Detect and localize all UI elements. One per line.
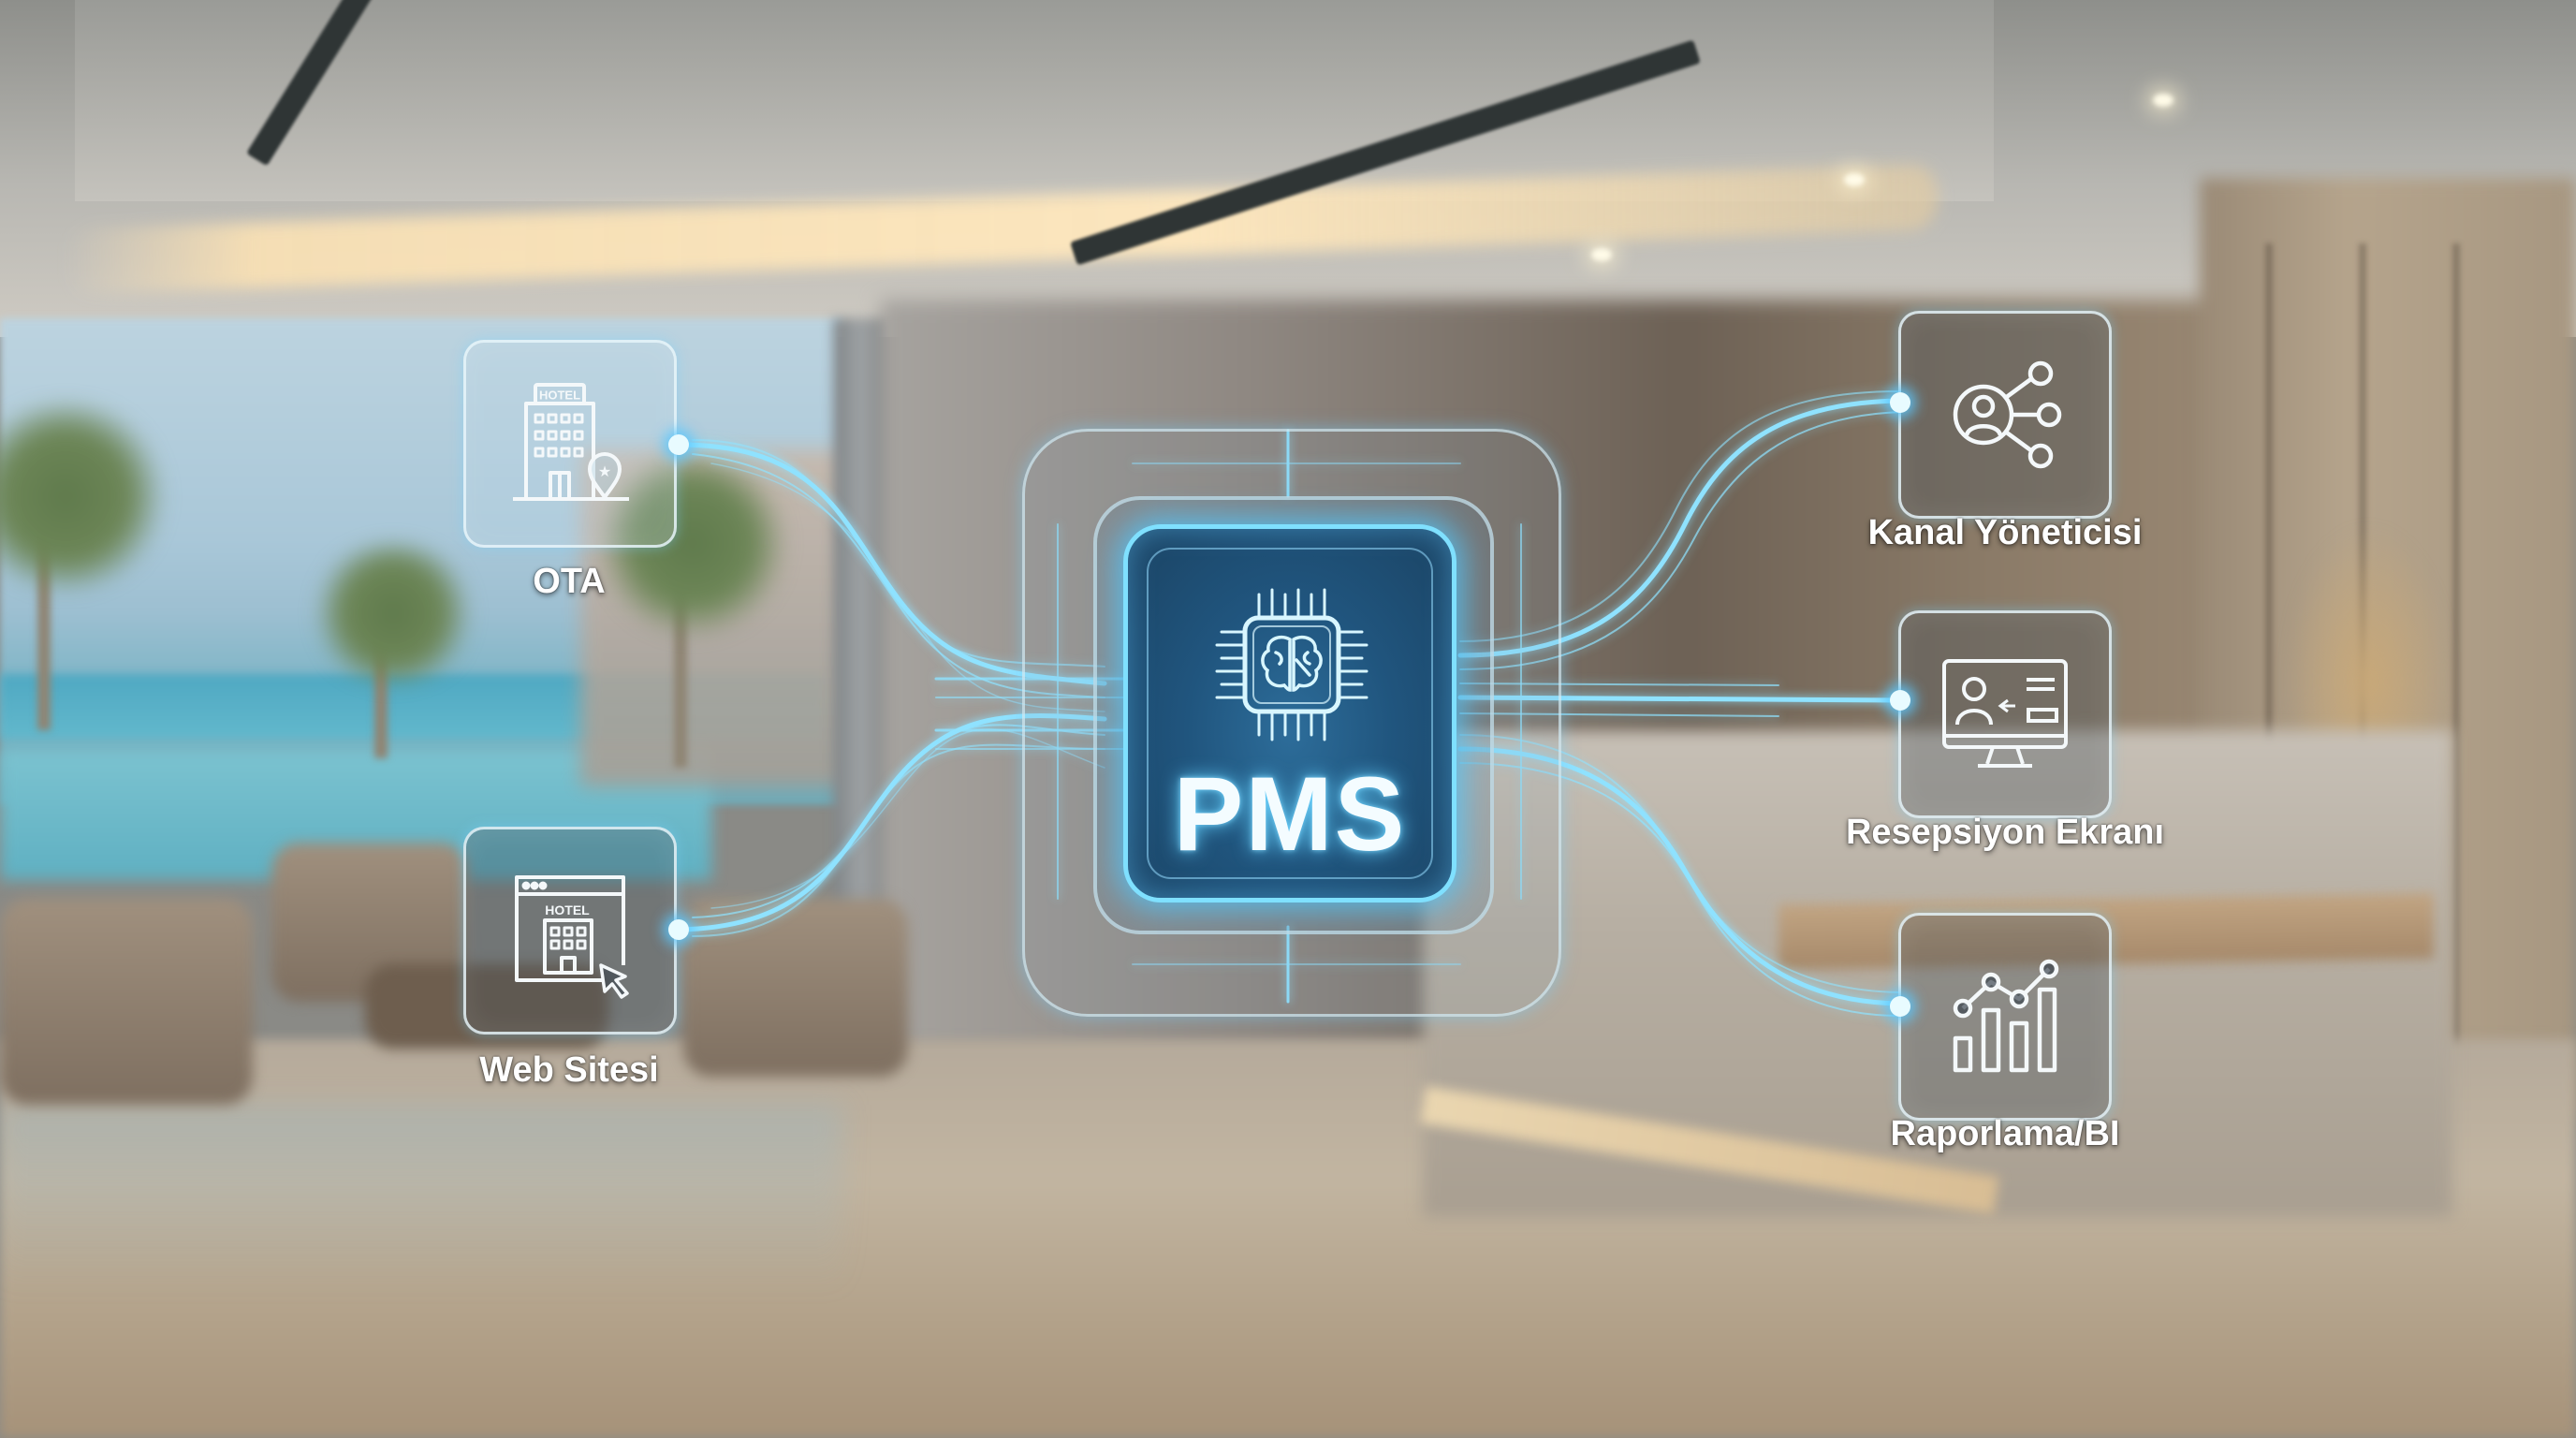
palm-tree (0, 403, 168, 590)
node-kanal-yoneticisi[interactable] (1898, 311, 2112, 519)
hotel-building-pin-icon: HOTEL ★ (513, 383, 629, 501)
node-resepsiyon-ekrani[interactable] (1898, 610, 2112, 818)
ceiling-recess (75, 0, 1994, 201)
lounge-armchair (683, 899, 908, 1077)
node-label-ota: OTA (533, 562, 606, 601)
downlight (1844, 173, 1865, 186)
monitor-user-form-icon (1942, 659, 2068, 768)
palm-tree (599, 449, 786, 637)
svg-text:HOTEL: HOTEL (539, 389, 580, 403)
node-label-resepsiyon-ekrani: Resepsiyon Ekranı (1845, 813, 2165, 852)
browser-hotel-cursor-icon: HOTEL (515, 875, 629, 999)
svg-text:★: ★ (598, 462, 611, 480)
panel-stripe (2265, 243, 2273, 1086)
pms-hub[interactable]: PMS (1123, 524, 1456, 902)
node-label-web-sitesi: Web Sitesi (479, 1050, 659, 1090)
palm-tree (309, 543, 477, 683)
node-label-kanal-yoneticisi: Kanal Yöneticisi (1867, 513, 2143, 552)
downlight (1591, 248, 1612, 261)
connector-dot (668, 919, 689, 940)
panel-stripe (2452, 243, 2460, 1086)
pms-title: PMS (1173, 756, 1407, 873)
node-ota[interactable]: HOTEL ★ (463, 340, 677, 548)
connector-dot (1890, 690, 1910, 711)
node-raporlama-bi[interactable] (1898, 913, 2112, 1121)
node-web-sitesi[interactable]: HOTEL (463, 827, 677, 1034)
lounge-sofa (0, 899, 253, 1105)
connector-dot (668, 434, 689, 455)
svg-text:HOTEL: HOTEL (545, 902, 590, 917)
user-network-share-icon (1953, 360, 2062, 469)
connector-dot (1890, 996, 1910, 1017)
node-label-raporlama-bi: Raporlama/BI (1890, 1114, 2120, 1153)
connector-dot (1890, 392, 1910, 413)
bar-line-chart-icon (1953, 959, 2059, 1073)
floor-reflection (0, 1105, 842, 1292)
downlight (2153, 94, 2174, 107)
brain-chip-icon (1215, 588, 1368, 741)
chip-core-border (1147, 548, 1433, 879)
